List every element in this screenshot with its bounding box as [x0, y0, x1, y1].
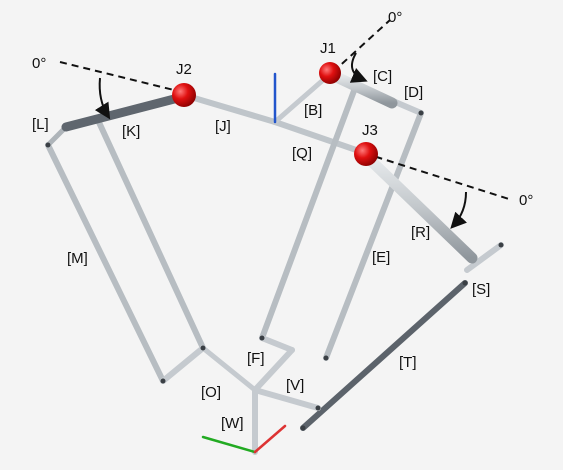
arm-c	[324, 68, 398, 109]
angle-arrow-left	[94, 77, 111, 120]
joint-label-j3: J3	[362, 122, 378, 139]
link-label-q: [Q]	[292, 145, 312, 162]
link-label-c: [C]	[373, 68, 392, 85]
link-label-e: [E]	[372, 249, 390, 266]
link-f-bottom	[259, 335, 295, 353]
mechanism-links	[45, 71, 504, 455]
link-o-to-w	[200, 345, 258, 393]
actuator-joints	[172, 62, 378, 166]
link-label-l: [L]	[32, 116, 49, 133]
link-s	[464, 242, 504, 273]
ref-line-left	[59, 61, 183, 93]
angle-label-top: 0°	[388, 9, 402, 26]
arm-r	[359, 149, 478, 264]
angle-arrow-right	[450, 191, 468, 229]
link-t	[300, 280, 468, 431]
link-label-j: [J]	[215, 118, 231, 135]
joint-j2-sphere	[172, 83, 196, 107]
link-o-bottom	[160, 345, 206, 384]
joint-label-j2: J2	[176, 61, 192, 78]
angle-arrow-top	[349, 52, 368, 83]
ref-line-top	[332, 19, 391, 73]
link-label-k: [K]	[122, 123, 140, 140]
link-label-b: [B]	[304, 102, 322, 119]
angle-label-right: 0°	[519, 192, 533, 209]
axis-red	[253, 424, 287, 454]
coordinate-axes	[201, 72, 287, 454]
link-f-inner	[259, 77, 361, 341]
link-label-d: [D]	[404, 84, 423, 101]
joint-label-j1: J1	[320, 40, 336, 57]
link-label-v: [V]	[286, 377, 304, 394]
link-b	[272, 71, 333, 125]
link-e-outer	[323, 110, 424, 361]
link-f-stem	[252, 347, 295, 393]
pivot-nodes	[45, 110, 504, 431]
link-label-t: [T]	[399, 354, 417, 371]
joint-j1-sphere	[319, 62, 341, 84]
axis-green	[201, 435, 257, 454]
joint-j3-sphere	[354, 142, 378, 166]
angle-arrows	[94, 52, 468, 229]
link-j	[181, 92, 278, 125]
link-label-o: [O]	[201, 384, 221, 401]
ref-line-right	[363, 152, 513, 201]
labels: 0° 0° 0° J2 J1 J3 [L] [K] [J] [B] [C] [D…	[32, 9, 533, 432]
link-m-outer	[45, 142, 166, 384]
angle-label-left: 0°	[32, 55, 46, 72]
upper-arms	[61, 68, 478, 264]
reference-lines	[59, 19, 513, 201]
link-label-m: [M]	[67, 250, 88, 267]
link-label-f: [F]	[247, 350, 265, 367]
link-label-r: [R]	[411, 224, 430, 241]
link-v	[252, 387, 321, 411]
link-label-s: [S]	[472, 281, 490, 298]
arm-k	[61, 92, 187, 132]
link-label-w: [W]	[221, 415, 244, 432]
link-m-inner	[94, 115, 206, 351]
link-q	[272, 119, 365, 155]
